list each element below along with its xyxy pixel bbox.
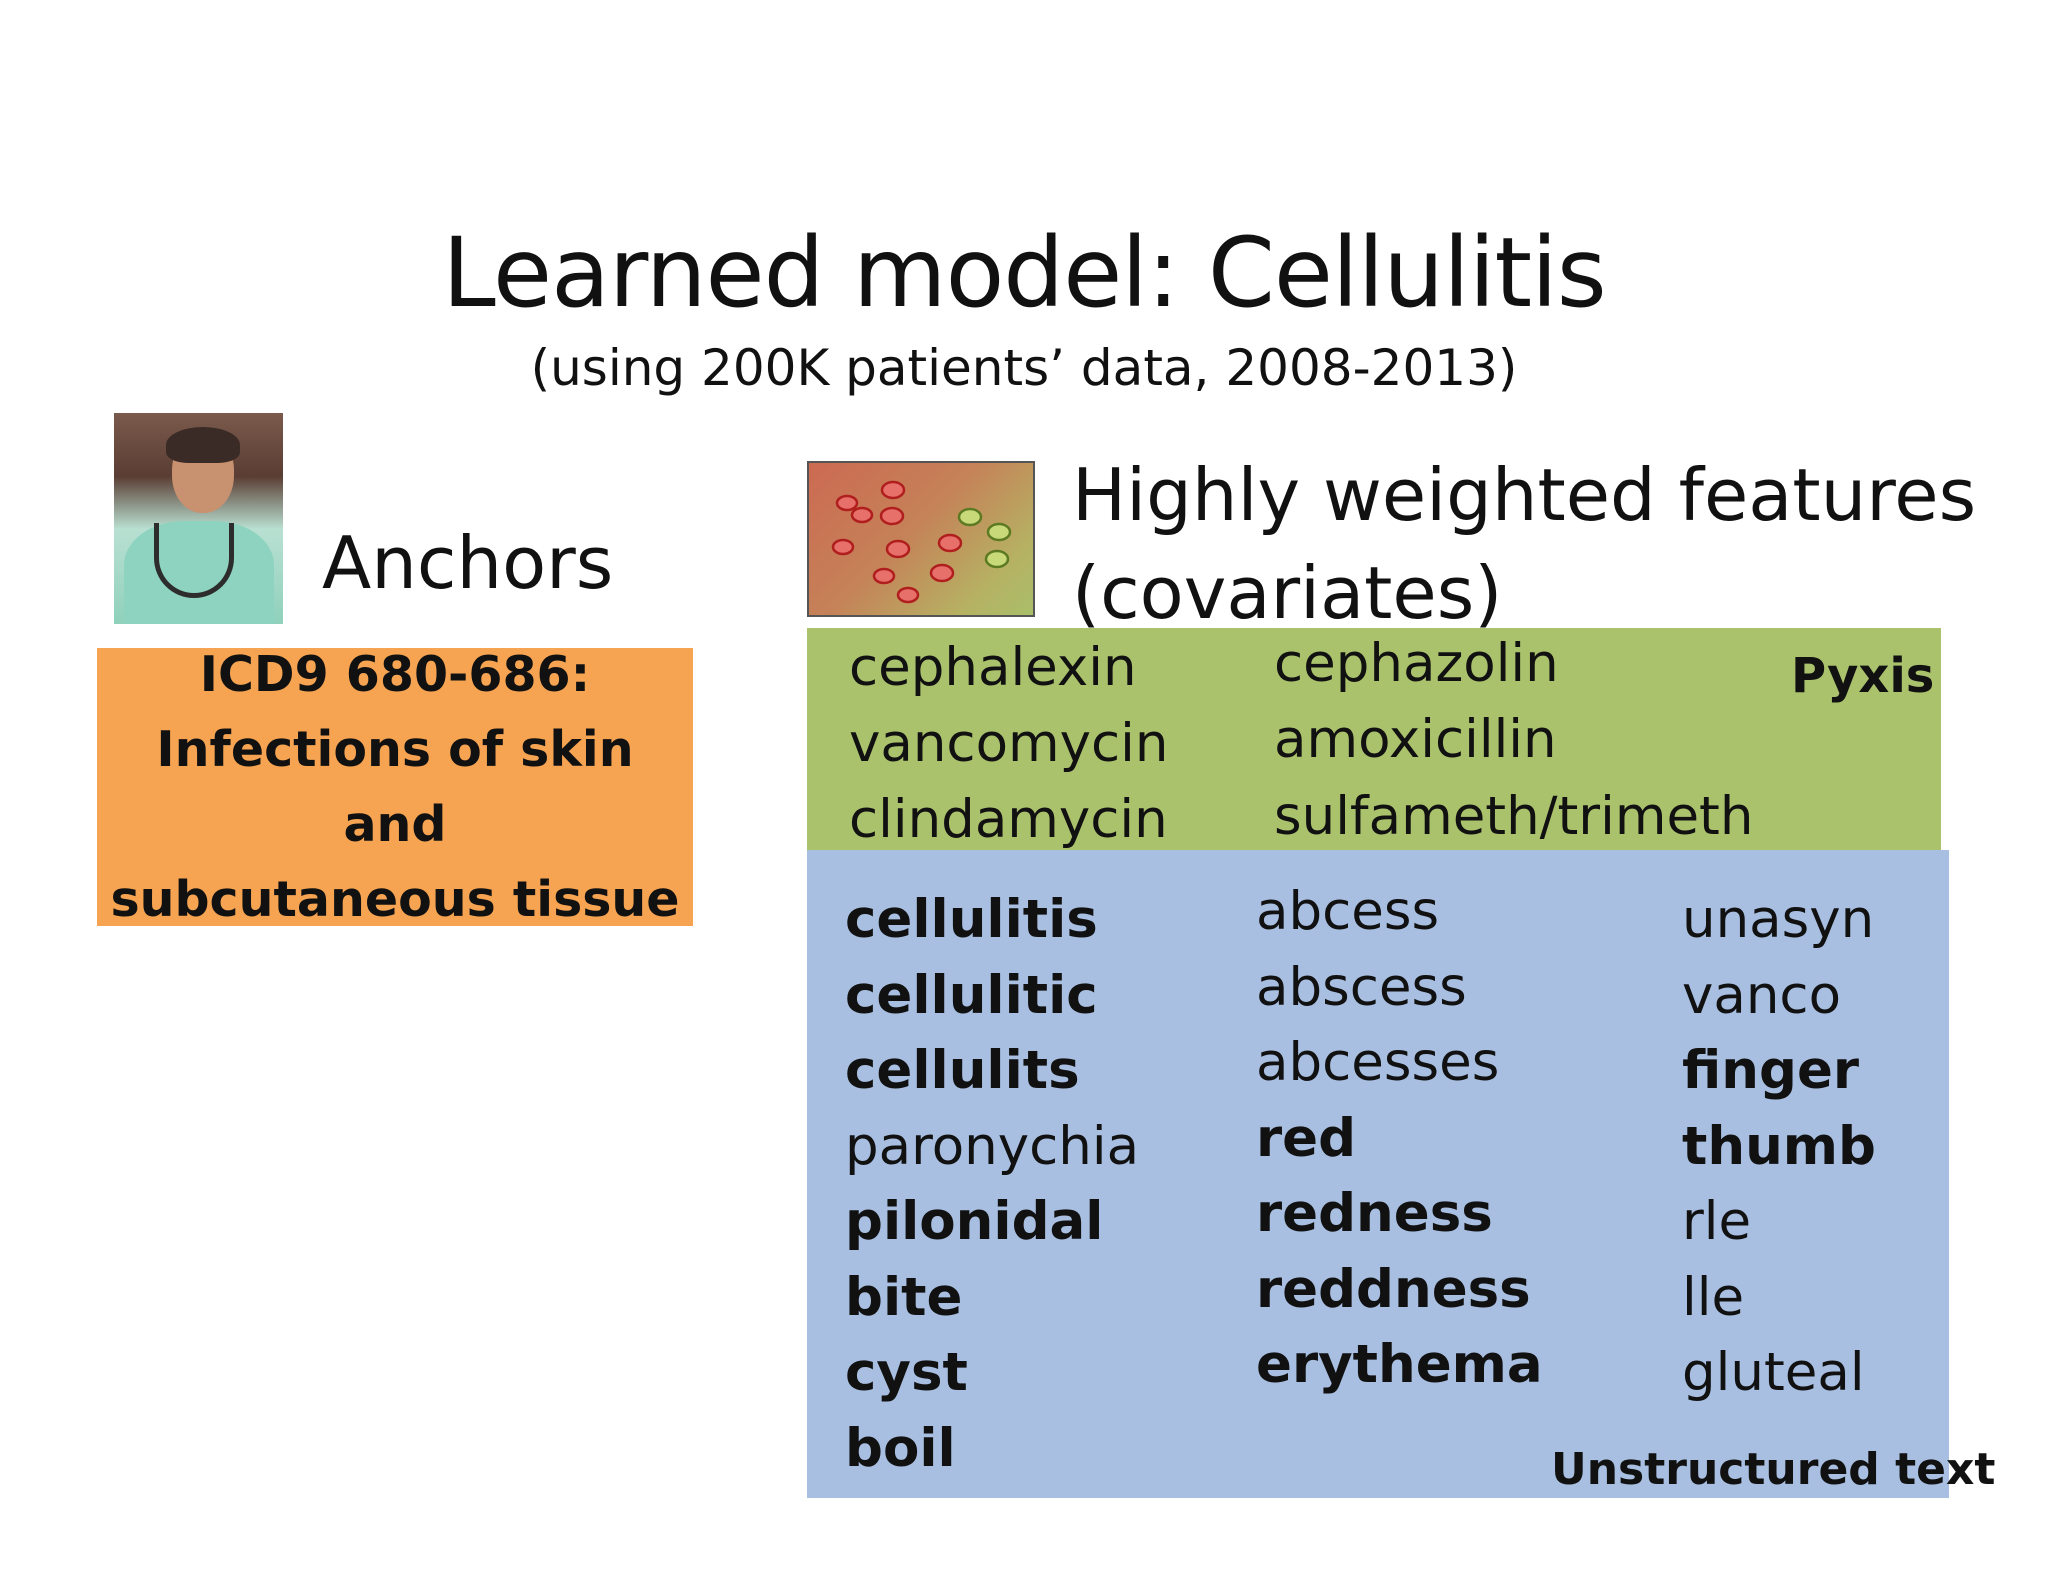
unstructured-word: abcesses — [1256, 1032, 1500, 1093]
feature-cluster-icon — [807, 461, 1035, 617]
pyxis-box: cephalexin vancomycin clindamycin cephaz… — [807, 628, 1941, 850]
unstructured-word: abscess — [1256, 957, 1467, 1018]
pyxis-word: cephazolin — [1274, 633, 1559, 694]
unstructured-word: cellulits — [845, 1040, 1080, 1101]
unstructured-word: abcess — [1256, 881, 1440, 942]
unstructured-text-box: Unstructured text cellulitis cellulitic ce… — [807, 850, 1995, 1498]
pyxis-word: cephalexin — [849, 637, 1137, 698]
pyxis-word: sulfameth/trimeth — [1274, 786, 1754, 847]
unstructured-word: boil — [845, 1418, 956, 1479]
anchor-box: ICD9 680-686: Infections of skin and sub… — [97, 646, 693, 928]
pyxis-label: Pyxis — [1791, 648, 1935, 704]
slide-title: Learned model: Cellulitis — [442, 217, 1607, 329]
unstructured-word: thumb — [1682, 1116, 1876, 1177]
anchor-line-3: subcutaneous tissue — [110, 871, 680, 928]
unstructured-word: finger — [1682, 1040, 1860, 1101]
unstructured-text-label: Unstructured text — [1551, 1444, 1996, 1495]
anchor-line-1: ICD9 680-686: — [199, 646, 591, 703]
pyxis-word: clindamycin — [849, 789, 1168, 850]
slide-subtitle: (using 200K patients’ data, 2008-2013) — [530, 339, 1518, 397]
unstructured-word: cellulitis — [845, 889, 1098, 950]
doctor-hair-shape — [166, 427, 240, 463]
unstructured-word: red — [1256, 1108, 1357, 1169]
pyxis-word: amoxicillin — [1274, 709, 1557, 770]
unstructured-word: bite — [845, 1267, 963, 1328]
unstructured-word: lle — [1682, 1267, 1745, 1328]
features-label: Highly weighted features (covariates) — [1072, 446, 1976, 642]
unstructured-word: cyst — [845, 1342, 968, 1403]
unstructured-word: rle — [1682, 1191, 1752, 1252]
unstructured-word: vanco — [1682, 965, 1841, 1026]
unstructured-word: pilonidal — [845, 1191, 1104, 1252]
anchor-line-2: Infections of skin and — [156, 721, 634, 853]
feature-dots-icon — [831, 480, 1012, 604]
anchors-label: Anchors — [322, 521, 614, 605]
pyxis-word: vancomycin — [849, 713, 1169, 774]
stethoscope-icon — [154, 523, 234, 598]
unstructured-word: redness — [1256, 1183, 1493, 1244]
doctor-photo — [114, 413, 283, 624]
unstructured-word: reddness — [1256, 1259, 1531, 1320]
unstructured-word: cellulitic — [845, 965, 1098, 1026]
unstructured-word: paronychia — [845, 1116, 1140, 1177]
features-label-line-1: Highly weighted features — [1072, 453, 1977, 537]
features-label-line-2: (covariates) — [1072, 551, 1503, 635]
unstructured-word: erythema — [1256, 1334, 1543, 1395]
unstructured-word: unasyn — [1682, 889, 1875, 950]
unstructured-word: gluteal — [1682, 1342, 1865, 1403]
